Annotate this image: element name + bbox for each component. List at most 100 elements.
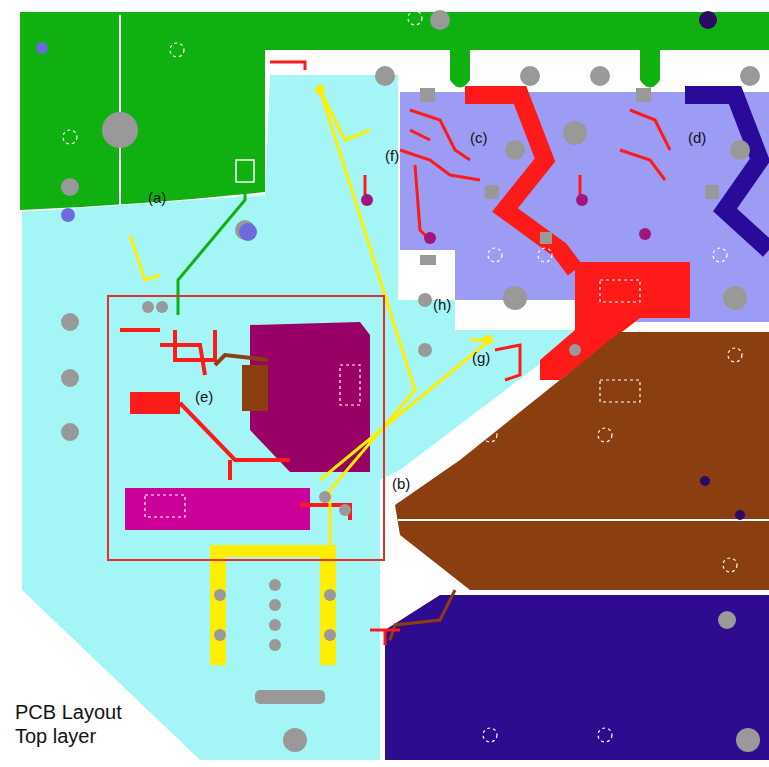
- pcb-shape: [418, 343, 432, 357]
- pcb-shape: [600, 280, 640, 302]
- pcb-shape: [598, 428, 612, 442]
- pcb-shape: [728, 348, 742, 362]
- callout-letter: (e): [195, 389, 213, 406]
- pcb-shape: [636, 88, 651, 102]
- pcb-shape: [569, 344, 581, 356]
- pcb-shape: [488, 248, 502, 262]
- pcb-shape: [269, 619, 281, 631]
- callout-letter: (d): [688, 130, 706, 147]
- pcb-shape: [495, 345, 520, 380]
- pcb-shape: [236, 160, 254, 182]
- callout-letter: (g): [472, 350, 490, 367]
- navy-trace: [685, 95, 769, 250]
- highlight-box: (e): [107, 295, 385, 561]
- pcb-shape: [723, 286, 747, 310]
- pcb-shape: [485, 185, 499, 199]
- pcb-shape: [505, 140, 525, 160]
- pcb-shape: [130, 235, 160, 280]
- pcb-shape: [398, 519, 769, 521]
- pcb-shape: [130, 392, 180, 414]
- pcb-shape: [339, 504, 351, 516]
- pcb-shape: [63, 130, 77, 144]
- pcb-shape: [210, 545, 226, 665]
- pcb-shape: [390, 590, 455, 640]
- pcb-shape: [125, 488, 310, 530]
- pcb-shape: [214, 589, 226, 601]
- pcb-shape: [210, 545, 336, 557]
- pcb-shape: [145, 495, 185, 517]
- pcb-shape: [375, 66, 395, 86]
- pcb-shape: [63, 11, 742, 742]
- pcb-shape: [324, 629, 336, 641]
- pcb-shape: [61, 10, 760, 752]
- pcb-shape: [269, 599, 281, 611]
- pcb-shape: [214, 629, 226, 641]
- pcb-shape: [255, 690, 325, 704]
- pcb-shape: [600, 380, 640, 402]
- pcb-shape: [361, 194, 373, 206]
- pcb-shape: [215, 355, 268, 365]
- pcb-shape: [61, 423, 79, 441]
- pcb-shape: [538, 248, 552, 262]
- pcb-shape: [520, 66, 540, 86]
- pcb-shape: [483, 728, 497, 742]
- pcb-shape: [156, 301, 168, 313]
- pcb-shape: [242, 365, 268, 411]
- callout-letter: (a): [148, 190, 166, 207]
- pcb-shape: [319, 491, 331, 503]
- red-trace: [465, 95, 575, 270]
- pcb-shape: [705, 185, 719, 199]
- callout-letter: (h): [433, 297, 451, 314]
- pcb-shape: [320, 90, 490, 560]
- navy-pour: [385, 595, 769, 760]
- pcb-shape: [269, 639, 281, 651]
- pcb-shape: [540, 232, 552, 244]
- pcb-shape: [269, 579, 281, 591]
- pcb-shape: [36, 42, 48, 54]
- pcb-shape: [370, 630, 400, 645]
- pcb-shape: [170, 43, 184, 57]
- pcb-shape: [61, 313, 79, 331]
- pcb-shape: [563, 121, 587, 145]
- pcb-shape: [239, 223, 257, 241]
- pcb-shape: [120, 330, 350, 520]
- pcb-shape: [36, 42, 257, 241]
- pcb-shape: [340, 365, 360, 405]
- pcb-shape: [270, 62, 670, 240]
- pcb-shape: [576, 194, 588, 206]
- callout-letter: (c): [470, 130, 488, 147]
- callout-letter: (b): [392, 476, 410, 493]
- pcb-shape: [119, 15, 121, 205]
- pcb-shape: [590, 66, 610, 86]
- pcb-shape: [730, 140, 750, 160]
- pcb-shape: [61, 208, 75, 222]
- pcb-shape: [420, 255, 436, 265]
- pcb-shape: [61, 178, 79, 196]
- pcb-shape: [315, 85, 325, 95]
- pcb-shape: [102, 112, 138, 148]
- pcb-shape: [424, 232, 436, 244]
- pcb-shape: [361, 194, 651, 244]
- pcb-shape: [61, 369, 79, 387]
- pcb-shape: [283, 728, 307, 752]
- pcb-shape: [418, 293, 432, 307]
- pcb-shape: [740, 66, 760, 86]
- pcb-shape: [713, 248, 727, 262]
- pcb-shape: [598, 728, 612, 742]
- callout-letter: (f): [385, 148, 399, 165]
- pcb-shape: [324, 589, 336, 601]
- pcb-shape: [483, 335, 493, 345]
- pcb-shape: [735, 510, 745, 520]
- pcb-shape: [639, 228, 651, 240]
- pcb-shape: [408, 11, 422, 25]
- caption: PCB Layout Top layer: [15, 700, 140, 748]
- pcb-shape: [320, 545, 336, 665]
- pcb-shape: [420, 88, 435, 102]
- pcb-shape: [700, 476, 710, 486]
- pcb-shape: [483, 428, 497, 442]
- pcb-shape: [718, 611, 736, 629]
- pcb-shape: [723, 558, 737, 572]
- pcb-shape: [430, 10, 450, 30]
- pcb-shape: [503, 286, 527, 310]
